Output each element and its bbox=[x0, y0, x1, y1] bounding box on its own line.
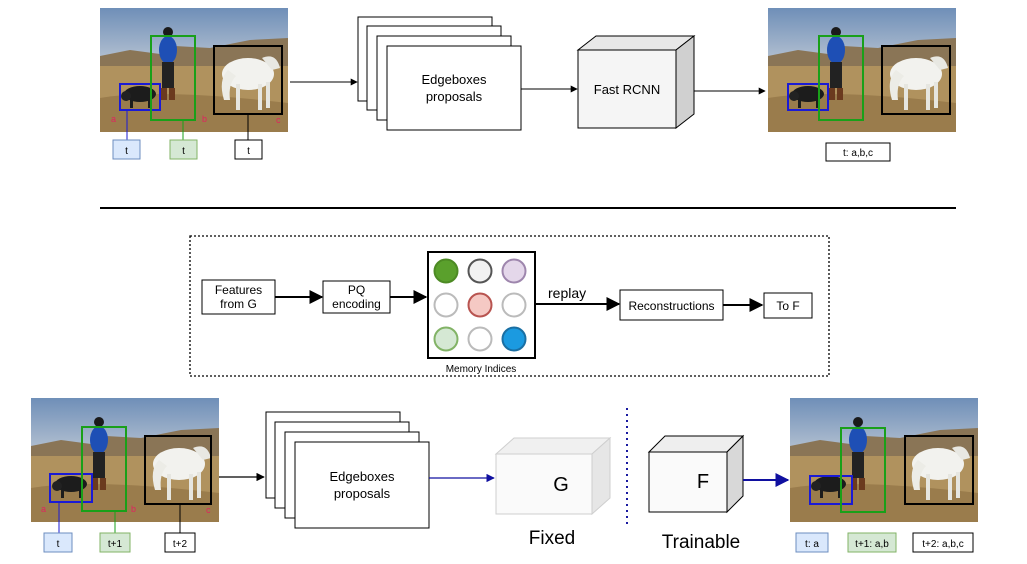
box-letter-b: b bbox=[202, 114, 207, 124]
output-tag-label: t: a,b,c bbox=[843, 148, 873, 159]
pq-label: encoding bbox=[332, 297, 381, 311]
bbox-c bbox=[904, 435, 974, 505]
memory-index-circle bbox=[501, 258, 527, 284]
box-letter-b: b bbox=[131, 504, 136, 514]
fixed-label: Fixed bbox=[529, 528, 575, 549]
tag-box bbox=[169, 139, 198, 160]
output-tag-box bbox=[912, 532, 974, 553]
pq-label: PQ bbox=[348, 283, 365, 297]
bbox-b bbox=[150, 35, 196, 121]
tag-label: t bbox=[57, 539, 60, 550]
f-label: F bbox=[697, 471, 709, 493]
features-label: from G bbox=[220, 297, 257, 311]
memory-index-circle bbox=[501, 292, 527, 318]
tag-label: t+2 bbox=[173, 539, 188, 550]
bbox-c bbox=[144, 435, 212, 505]
output-tag-box bbox=[825, 142, 891, 162]
output-tag-label: t+1: a,b bbox=[855, 539, 889, 550]
bbox-a bbox=[49, 473, 93, 503]
bbox-b bbox=[81, 426, 127, 512]
memory-caption: Memory Indices bbox=[446, 364, 517, 375]
tag-box bbox=[43, 532, 73, 553]
memory-index-circle bbox=[467, 292, 493, 318]
box-letter-c: c bbox=[276, 115, 281, 125]
tag-label: t bbox=[125, 146, 128, 157]
memory-dotted-frame bbox=[189, 235, 830, 377]
top-row: a b c t t t Edgeboxes proposals Fast RCN… bbox=[100, 8, 956, 162]
trainable-label: Trainable bbox=[662, 532, 741, 553]
box-letter-c: c bbox=[206, 505, 211, 515]
to-f-label: To F bbox=[776, 299, 799, 313]
tag-box bbox=[164, 532, 196, 553]
box-letter-a: a bbox=[111, 114, 116, 124]
proposals-stack: Edgeboxes proposals bbox=[357, 16, 522, 131]
bbox-b bbox=[818, 35, 864, 121]
g-label: G bbox=[553, 474, 569, 496]
bbox-a bbox=[809, 475, 853, 505]
bbox-a bbox=[787, 83, 829, 111]
memory-circles bbox=[433, 258, 527, 352]
memory-index-circle bbox=[501, 326, 527, 352]
replay-label: replay bbox=[548, 285, 586, 301]
memory-index-circle bbox=[433, 292, 459, 318]
features-label: Features bbox=[215, 283, 262, 297]
tag-label: t+1 bbox=[108, 539, 123, 550]
f-cube: F bbox=[647, 434, 745, 514]
memory-module: Features from G PQ encoding Memory Indic… bbox=[189, 235, 830, 377]
memory-index-circle bbox=[433, 258, 459, 284]
proposals-label: Edgeboxes bbox=[421, 72, 487, 87]
output-tag-label: t: a bbox=[805, 539, 819, 550]
g-cube: G bbox=[494, 436, 612, 516]
tag-box bbox=[234, 139, 263, 160]
bbox-a bbox=[119, 83, 161, 111]
output-tag-label: t+2: a,b,c bbox=[922, 539, 963, 550]
bottom-row: a b c t t+1 t+2 Edgeboxes proposals G Fi… bbox=[31, 398, 978, 553]
fast-rcnn-cube: Fast RCNN bbox=[576, 34, 696, 130]
bbox-c bbox=[881, 45, 951, 115]
memory-index-circle bbox=[467, 326, 493, 352]
proposals-label: Edgeboxes bbox=[329, 469, 395, 484]
pq-box bbox=[322, 280, 391, 314]
memory-index-circle bbox=[467, 258, 493, 284]
tag-label: t bbox=[182, 146, 185, 157]
tag-box bbox=[99, 532, 131, 553]
reconstructions-box bbox=[619, 289, 724, 321]
memory-index-circle bbox=[433, 326, 459, 352]
to-f-box bbox=[763, 292, 813, 319]
features-box bbox=[201, 279, 276, 315]
proposals-label: proposals bbox=[334, 486, 391, 501]
proposals-stack: Edgeboxes proposals bbox=[265, 411, 430, 529]
fast-rcnn-label: Fast RCNN bbox=[594, 82, 660, 97]
bbox-b bbox=[840, 427, 886, 513]
box-letter-a: a bbox=[41, 504, 46, 514]
output-tag-box bbox=[847, 532, 897, 553]
reconstructions-label: Reconstructions bbox=[628, 299, 714, 313]
tag-box bbox=[112, 139, 141, 160]
proposals-label: proposals bbox=[426, 89, 483, 104]
tag-label: t bbox=[247, 146, 250, 157]
output-tag-box bbox=[795, 532, 829, 553]
